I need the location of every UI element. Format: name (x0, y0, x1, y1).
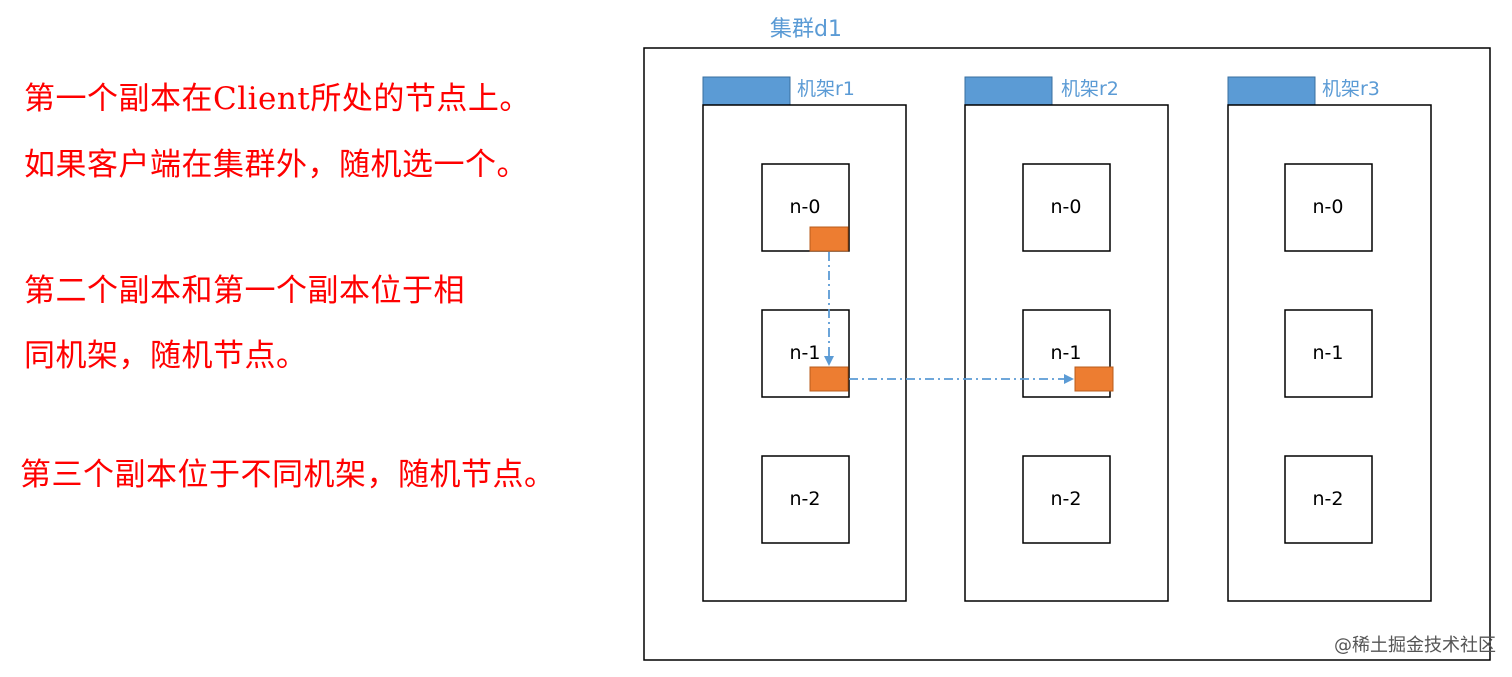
rack-frame (964, 104, 1169, 602)
replica-block-first (809, 226, 849, 252)
rack-frame (702, 104, 907, 602)
node-label: n-2 (1313, 488, 1344, 510)
replica-block-second (809, 366, 849, 392)
note-line-2: 如果客户端在集群外，随机选一个。 (24, 147, 528, 183)
node-label: n-0 (790, 196, 821, 218)
cluster-frame (643, 47, 1491, 661)
node-label: n-1 (1051, 342, 1082, 364)
rack-label: 机架r1 (797, 78, 855, 100)
note-line-4: 同机架，随机节点。 (24, 338, 308, 374)
node-label: n-2 (1051, 488, 1082, 510)
rack-frame (1227, 104, 1432, 602)
rack-tab (1227, 76, 1316, 106)
rack-tab (964, 76, 1053, 106)
node-box (1284, 163, 1373, 252)
node-label: n-1 (1313, 342, 1344, 364)
note-line-1: 第一个副本在Client所处的节点上。 (24, 81, 531, 117)
replica-block-third (1074, 366, 1114, 392)
node-box (1284, 455, 1373, 544)
rack-label: 机架r3 (1322, 78, 1380, 100)
node-label: n-0 (1051, 196, 1082, 218)
node-box (1022, 309, 1111, 398)
node-label: n-0 (1313, 196, 1344, 218)
node-box (761, 455, 850, 544)
node-box (1022, 455, 1111, 544)
note-line-5: 第三个副本位于不同机架，随机节点。 (20, 457, 556, 493)
watermark: @稀土掘金技术社区 (1334, 635, 1496, 656)
rack-tab (702, 76, 791, 106)
node-box (761, 163, 850, 252)
node-box (1022, 163, 1111, 252)
node-box (761, 309, 850, 398)
note-line-3: 第二个副本和第一个副本位于相 (24, 273, 465, 309)
node-label: n-2 (790, 488, 821, 510)
node-box (1284, 309, 1373, 398)
cluster-label: 集群d1 (770, 17, 842, 42)
rack-label: 机架r2 (1061, 78, 1119, 100)
node-label: n-1 (790, 342, 821, 364)
